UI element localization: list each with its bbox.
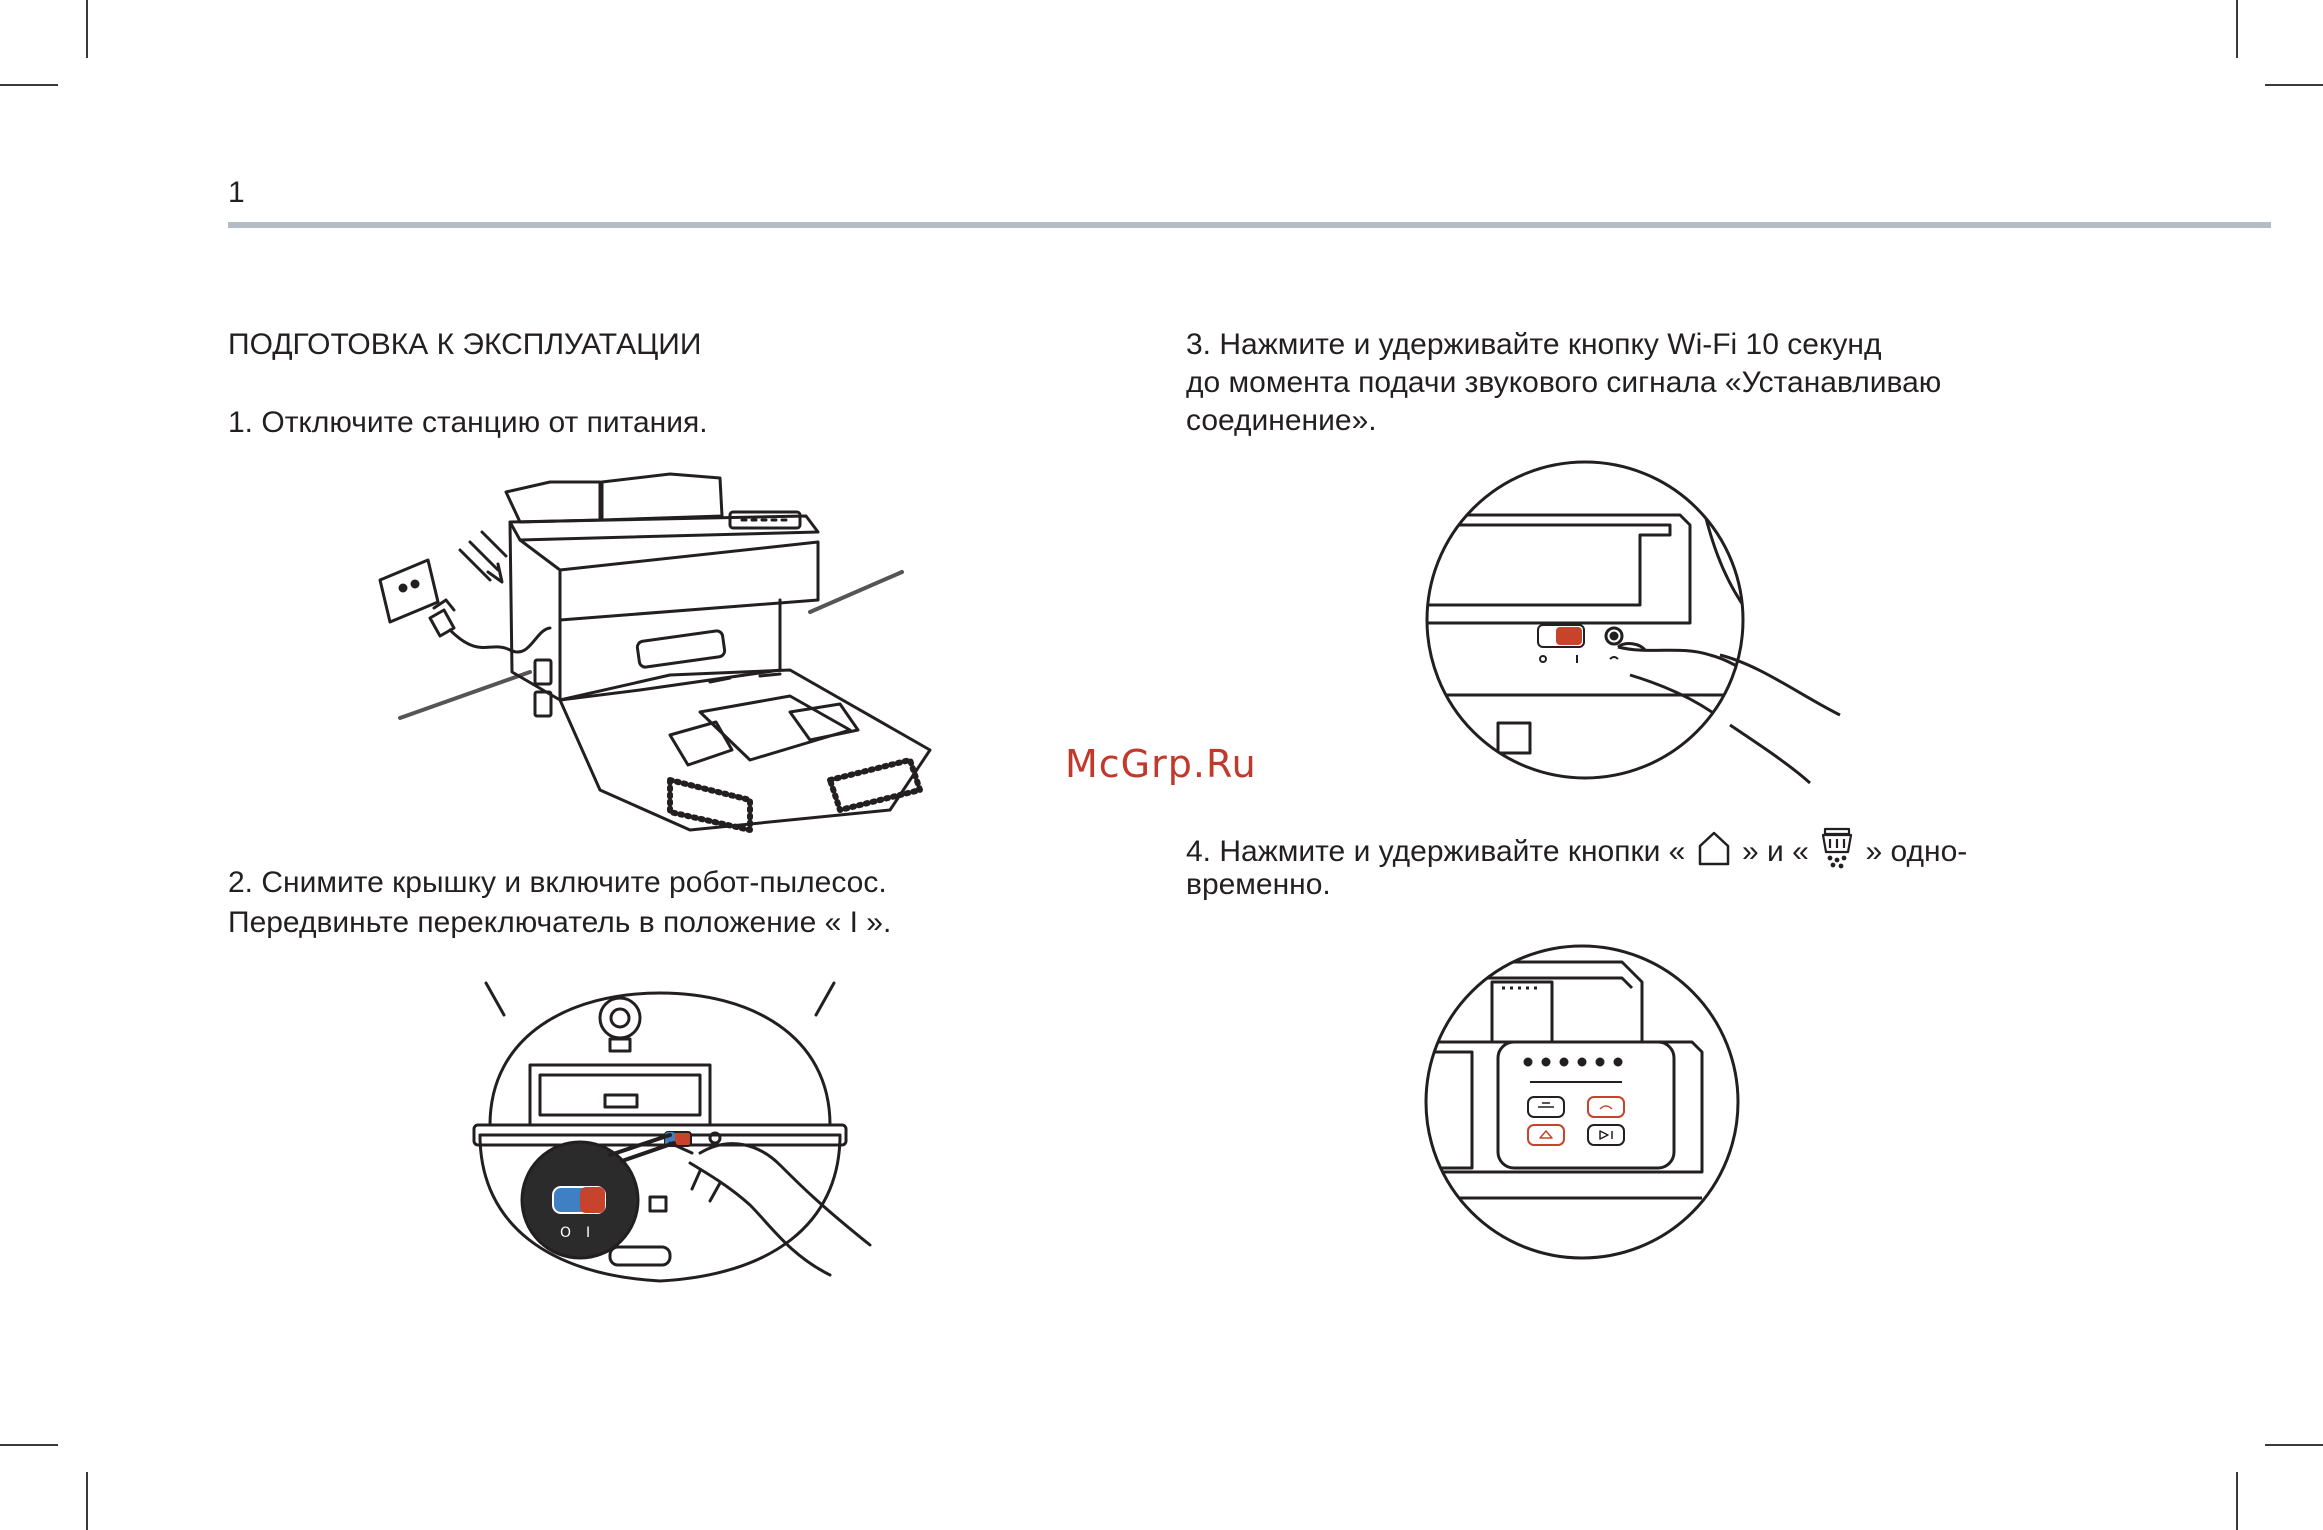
watermark: McGrp.Ru (1065, 742, 1257, 786)
crop-mark (0, 84, 58, 86)
station-unplug-illustration (378, 472, 932, 833)
crop-mark (2265, 84, 2323, 86)
robot-switch-illustration: O I (472, 981, 872, 1283)
page-number: 1 (228, 176, 245, 209)
crop-mark (2265, 1444, 2323, 1446)
step-2-line-1: 2. Снимите крышку и включите робот-пылес… (228, 866, 887, 899)
step-3-line-1: 3. Нажмите и удерживайте кнопку Wi-Fi 10… (1186, 328, 1882, 361)
header-rule (228, 222, 2271, 228)
home-icon (1694, 828, 1734, 878)
switch-off-label: O (560, 1225, 571, 1241)
crop-mark (86, 0, 88, 58)
step-4-line-1: 4. Нажмите и удерживайте кнопки « » и « … (1186, 826, 1967, 880)
step-4-part-2: » и « (1733, 834, 1818, 868)
step-1-text: 1. Отключите станцию от питания. (228, 406, 708, 439)
step-3-line-3: соединение». (1186, 404, 1377, 437)
step-3-line-2: до момента подачи звукового сигнала «Уст… (1186, 366, 1942, 399)
step-2-line-2: Передвиньте переключатель в положение « … (228, 906, 892, 939)
step-4-part-1: 4. Нажмите и удерживайте кнопки « (1186, 834, 1694, 868)
crop-mark (86, 1472, 88, 1530)
control-panel-illustration (1424, 944, 1740, 1260)
step-4-part-3: » одно- (1857, 834, 1968, 868)
switch-on-label: I (586, 1225, 590, 1241)
crop-mark (2236, 0, 2238, 58)
section-title: ПОДГОТОВКА К ЭКСПЛУАТАЦИИ (228, 328, 702, 361)
step-4-line-2: временно. (1186, 868, 1331, 901)
crop-mark (2236, 1472, 2238, 1530)
crop-mark (0, 1444, 58, 1446)
dust-empty-icon (1817, 826, 1857, 880)
wifi-button-illustration (1425, 460, 1841, 785)
